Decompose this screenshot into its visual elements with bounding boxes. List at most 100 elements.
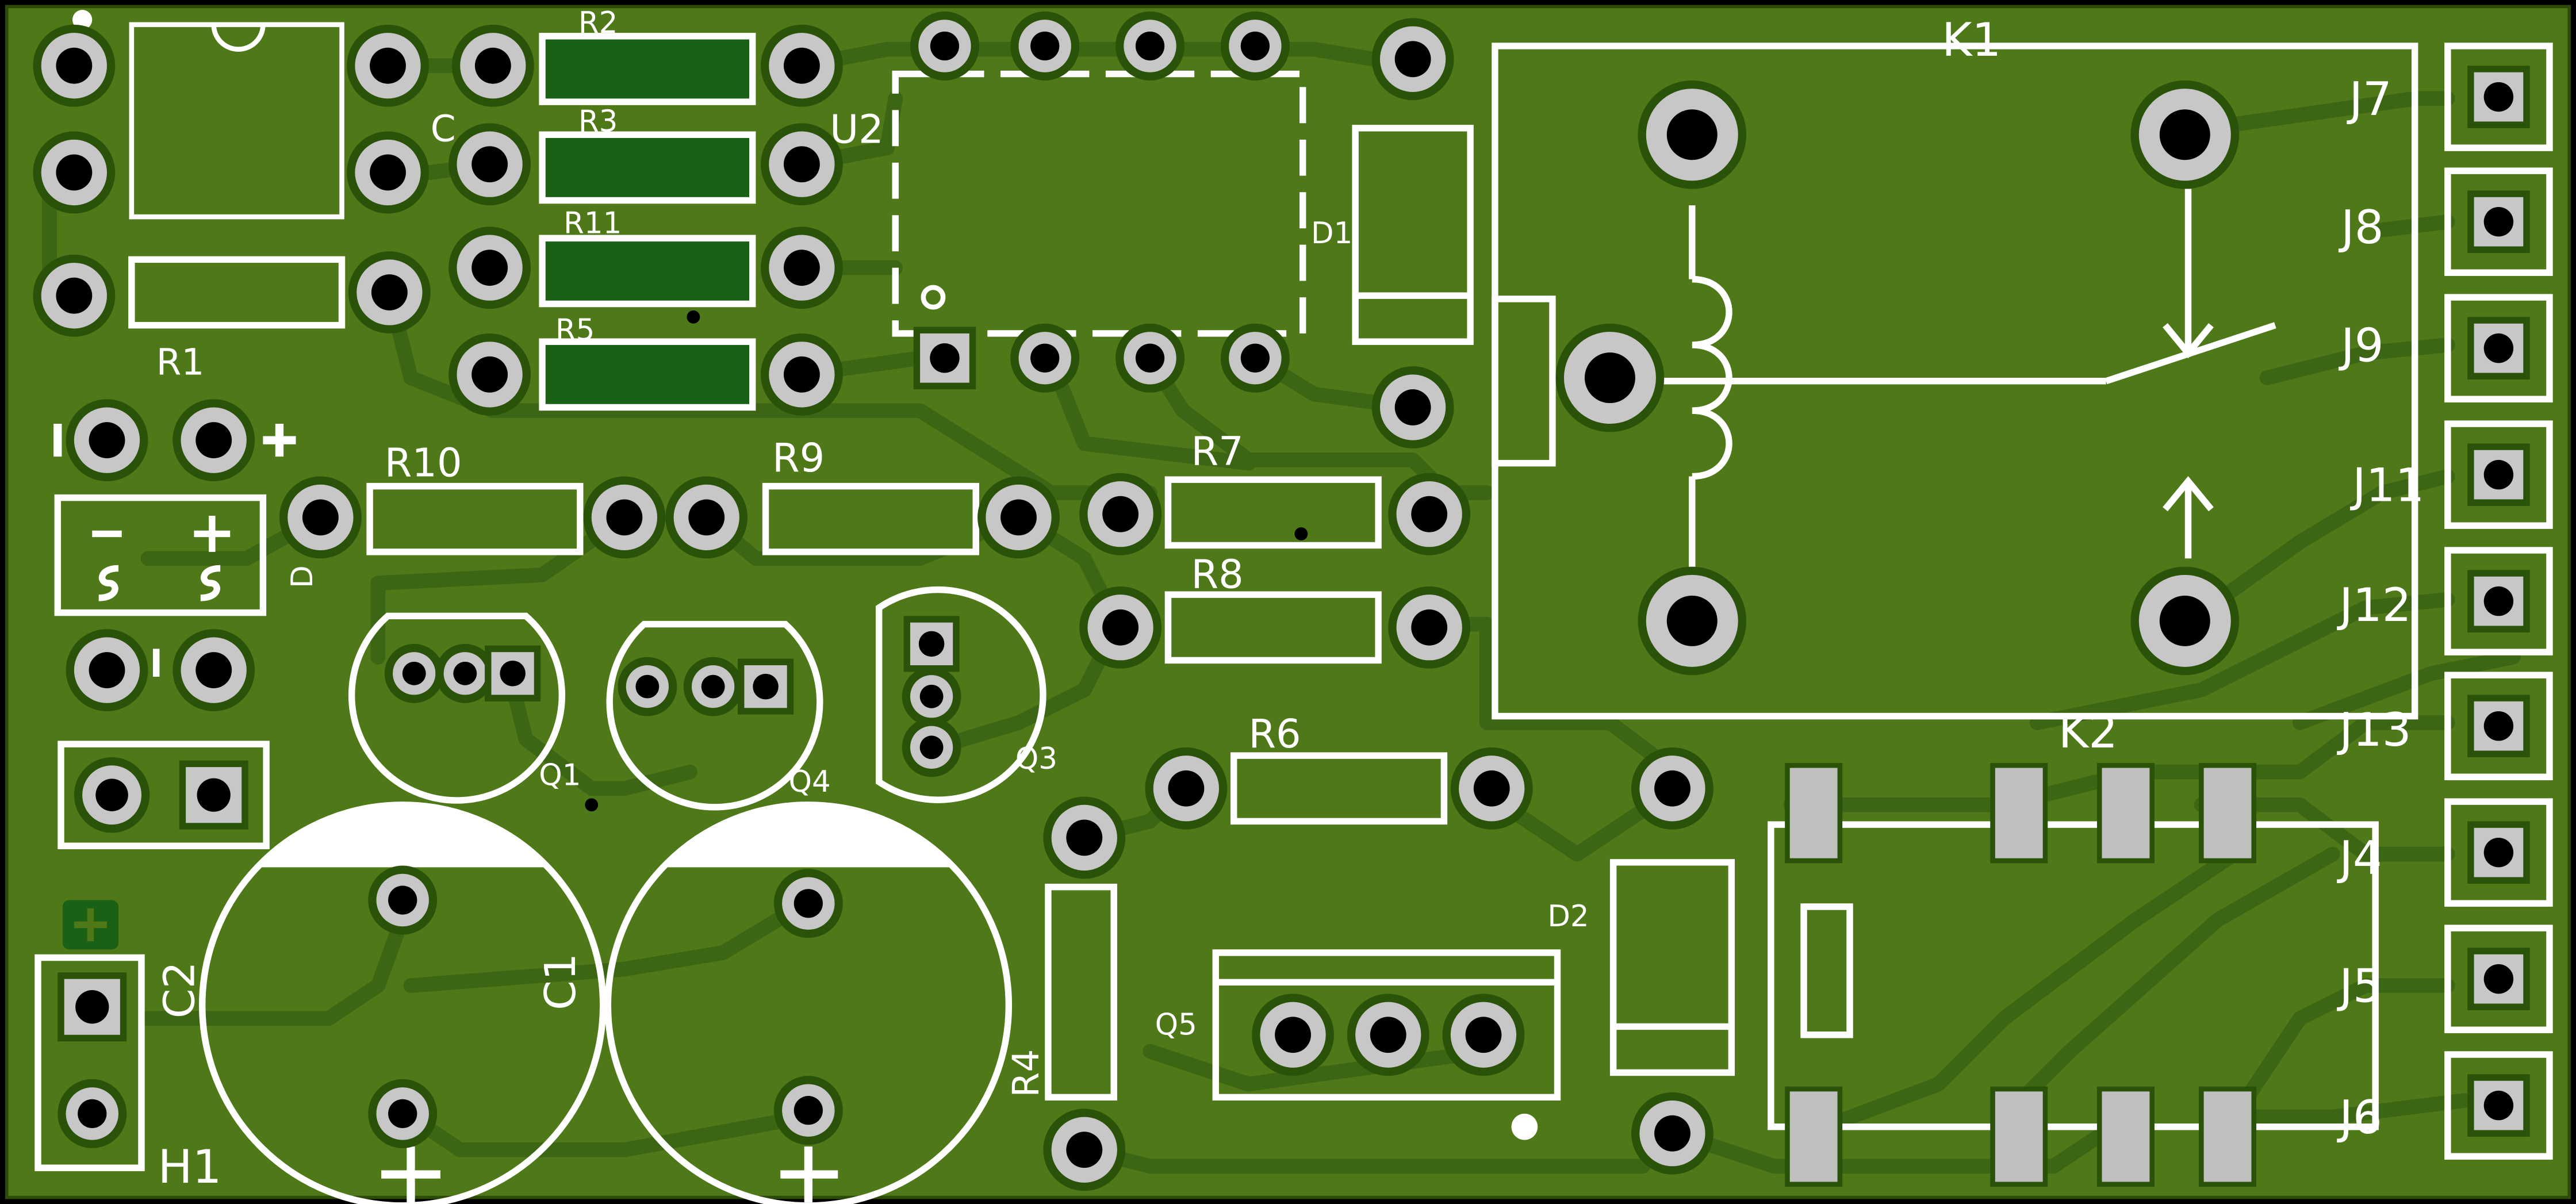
through-hole-pad: [368, 865, 438, 935]
k2-relay: [1768, 762, 2379, 1187]
k1-nc-arrow: [2163, 323, 2214, 359]
through-hole-pad: [1220, 323, 1290, 393]
through-hole-pad: [1638, 566, 1747, 676]
connector-outline: [57, 741, 270, 849]
through-hole-pad: [1388, 586, 1471, 669]
r11-body: [539, 235, 756, 308]
through-hole-pad: [760, 123, 843, 206]
r5-body: [539, 338, 756, 411]
square-pad: [903, 616, 960, 672]
r4-body: [1045, 883, 1117, 1101]
terminal-outlines: [2444, 43, 2553, 1160]
transistor-outlines: [348, 586, 1046, 811]
label-r10: R10: [385, 440, 462, 486]
square-pad: [2467, 190, 2530, 253]
through-hole-pad: [665, 476, 748, 559]
label-u2: U2: [830, 107, 884, 153]
label-d-partial: D: [285, 565, 320, 588]
through-hole-pad: [1638, 80, 1747, 189]
label-c-partial: C: [431, 108, 456, 150]
square-pad: [2467, 443, 2530, 506]
through-hole-pad: [1116, 323, 1185, 393]
r8-body: [1164, 591, 1382, 664]
square-pad: [2467, 570, 2530, 632]
square-pad: [2467, 66, 2530, 128]
label-h1: H1: [158, 1140, 222, 1194]
label-c2: C2: [154, 961, 204, 1018]
through-hole-pad: [66, 399, 148, 482]
square-pad: [2467, 1074, 2530, 1137]
label-r6: R6: [1248, 711, 1301, 757]
r2-body: [539, 33, 756, 105]
through-hole-pad: [348, 251, 431, 333]
through-hole-pad: [1388, 473, 1471, 555]
k1-no-arrow: [2163, 476, 2214, 512]
through-hole-pad: [1631, 747, 1713, 830]
q3-outline: [875, 586, 1046, 803]
plus-sign: [263, 424, 296, 457]
u2-outline: [892, 70, 1306, 337]
label-q5: Q5: [1155, 1008, 1197, 1042]
square-pad: [2467, 948, 2530, 1010]
d1-outline: [1352, 125, 1474, 345]
k2-inner-tab: [1800, 903, 1853, 1038]
bridge-ac-left: [98, 565, 119, 601]
square-pad: [57, 972, 127, 1042]
through-hole-pad: [384, 643, 444, 703]
through-hole-pad: [33, 131, 116, 214]
r9-body: [762, 482, 979, 555]
label-r9: R9: [772, 435, 825, 481]
through-hole-pad: [451, 24, 534, 107]
through-hole-pad: [902, 666, 961, 726]
through-hole-pad: [1442, 994, 1525, 1076]
through-hole-pad: [910, 11, 979, 80]
through-hole-pad: [977, 476, 1060, 559]
square-pad: [737, 658, 794, 715]
label-r3: R3: [578, 105, 618, 139]
label-k2: K2: [2058, 705, 2118, 758]
r1-body: [128, 256, 346, 329]
ic-notch: [211, 24, 266, 52]
label-j12: J12: [2336, 578, 2411, 632]
through-hole-pad: [683, 657, 743, 716]
through-hole-pad: [1220, 11, 1290, 80]
square-pad: [179, 760, 248, 830]
ic-outline: [129, 22, 344, 220]
label-r7: R7: [1191, 428, 1243, 474]
c2-header: [34, 900, 145, 1171]
through-hole-pad: [33, 24, 116, 107]
through-hole-pad: [773, 1076, 843, 1145]
label-j13: J13: [2336, 703, 2411, 757]
r7-body: [1164, 476, 1382, 549]
through-hole-pad: [1347, 994, 1429, 1076]
c1-polarity-band: [255, 802, 551, 868]
q5-outline: [1212, 949, 1561, 1101]
q1-outline: [348, 612, 566, 804]
through-hole-pad: [435, 643, 495, 703]
through-hole-pad: [172, 399, 255, 482]
through-hole-pad: [448, 123, 531, 206]
d2-outline: [1609, 859, 1735, 1076]
label-j11: J11: [2349, 458, 2424, 512]
square-pad: [485, 645, 541, 701]
label-j8: J8: [2338, 201, 2383, 254]
k2-outline: [1768, 821, 2379, 1130]
square-pad: [2467, 317, 2530, 379]
through-hole-pad: [1116, 11, 1185, 80]
c2-polarity-band: [660, 802, 956, 868]
label-r5: R5: [555, 313, 595, 347]
u2-pin1-marker: [921, 285, 946, 310]
through-hole-pad: [1371, 366, 1454, 448]
label-j4: J4: [2336, 831, 2382, 885]
through-hole-pad: [760, 24, 843, 107]
label-j9: J9: [2338, 319, 2383, 372]
k1-relay: [1492, 43, 2418, 720]
through-hole-pad: [448, 333, 531, 416]
silk-labels: R1 R2 R3 R11 R5 C U2 D1 K1 R10 R9 R7 R8 …: [154, 6, 2424, 1194]
through-hole-pad: [1555, 323, 1665, 432]
k2-smd-pads: [1785, 762, 2257, 1187]
k1-tab: [1492, 296, 1556, 467]
resistor-bodies: [128, 33, 1448, 1101]
through-hole-pad: [368, 1079, 438, 1148]
through-hole-pad: [902, 718, 961, 777]
